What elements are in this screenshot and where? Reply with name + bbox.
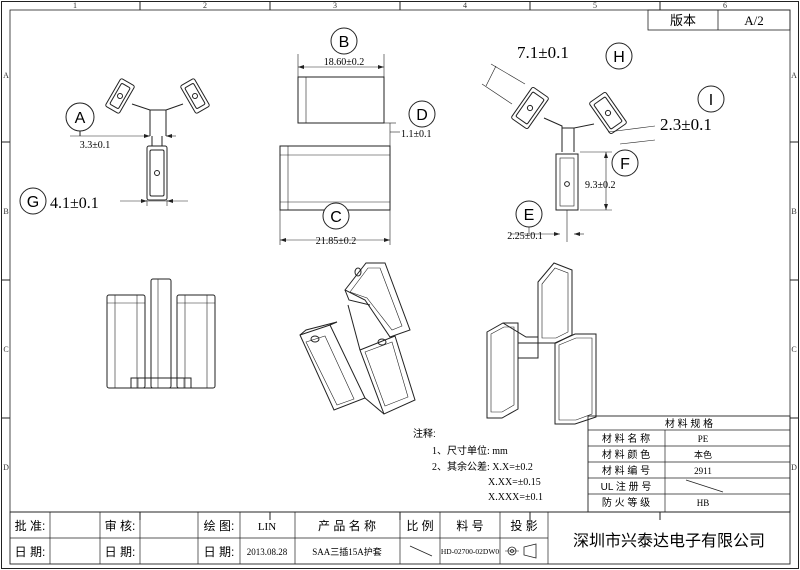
notes-line-tolerance-3: X.XXX=±0.1: [488, 492, 543, 503]
dimension-c-letter: C: [330, 209, 342, 226]
dimension-i-letter: I: [709, 92, 713, 109]
dimension-c-balloon: [322, 202, 350, 230]
row-label: B: [3, 207, 8, 216]
product-name-value: SAA三插15A护套: [312, 546, 382, 557]
row-label: D: [791, 463, 797, 472]
row-label: A: [791, 71, 797, 80]
side-view: [279, 76, 391, 211]
dimension-b-balloon: [330, 27, 358, 55]
dimension-e-letter: E: [524, 207, 535, 224]
material-color-value: 本色: [694, 449, 712, 460]
column-label: 6: [723, 1, 727, 10]
dimension-b-letter: B: [339, 34, 350, 51]
version-value: A/2: [744, 13, 764, 28]
material-number-label: 材 料 编 号: [602, 464, 650, 477]
dimension-f-letter: F: [620, 156, 630, 173]
scale-value-slash: [409, 545, 433, 557]
dimension-i-value: 2.3±0.1: [660, 115, 712, 134]
dimension-c: C 21.85±0.2: [279, 202, 391, 247]
dimension-g: G 4.1±0.1: [19, 187, 188, 215]
column-label: 4: [463, 1, 467, 10]
dimension-d-balloon: [408, 100, 436, 128]
ul-number-label: UL 注 册 号: [601, 480, 652, 493]
isometric-view-right: [486, 262, 597, 425]
dimension-f-balloon: [611, 149, 639, 177]
material-spec-table: 材 料 规 格 材 料 名 称 PE 材 料 颜 色 本色 材 料 编 号 29…: [587, 415, 791, 513]
version-label: 版本: [670, 13, 696, 28]
material-color-label: 材 料 颜 色: [602, 448, 650, 461]
drawn-label: 绘 图:: [204, 518, 235, 533]
notes-line-units: 1、尺寸单位: mm: [432, 444, 508, 457]
projection-label: 投 影: [510, 518, 537, 533]
projection-symbol-icon: [505, 543, 537, 559]
dimension-i: I 2.3±0.1: [607, 85, 725, 145]
drawn-value: LIN: [258, 521, 276, 533]
drawn-date-value: 2013.08.28: [247, 547, 288, 557]
part-number-label: 料 号: [456, 519, 483, 533]
notes-line-tolerance-2: X.XX=±0.15: [488, 477, 541, 488]
title-block: 批 准: 日 期: 审 核: 日 期: 绘 图: LIN 日 期: 2013.0…: [9, 511, 791, 565]
notes-line-tolerance: 2、其余公差: X.X=±0.2: [432, 460, 533, 473]
version-block: 版本 A/2: [647, 9, 791, 31]
dimension-i-balloon: [697, 85, 725, 113]
dimension-g-balloon: [19, 187, 47, 215]
notes-block: 注释: 1、尺寸单位: mm 2、其余公差: X.X=±0.2 X.XX=±0.…: [413, 427, 543, 503]
scale-label: 比 例: [406, 519, 433, 533]
part-number-value: HD-02700-02DW0: [441, 547, 500, 556]
product-name-label: 产 品 名 称: [318, 518, 376, 533]
border-labels: 1 2 3 4 5 6 A B C D A B C D: [3, 1, 797, 472]
front-view: [106, 278, 216, 389]
dimension-a: A 3.3±0.1: [65, 102, 176, 151]
row-label: A: [3, 71, 9, 80]
top-view-left: [105, 78, 210, 201]
column-label: 3: [333, 1, 337, 10]
row-label: C: [791, 345, 796, 354]
material-number-value: 2911: [694, 466, 712, 476]
approve-date-label: 日 期:: [15, 545, 46, 559]
notes-title: 注释:: [413, 427, 436, 440]
dimension-d: D 1.1±0.1: [384, 100, 436, 140]
fire-rating-label: 防 火 等 级: [602, 496, 650, 509]
dimension-e-value: 2.25±0.1: [507, 231, 543, 242]
dimension-d-letter: D: [416, 107, 428, 124]
dimension-f-value: 9.3±0.2: [585, 180, 616, 191]
dimension-b-value: 18.60±0.2: [324, 57, 365, 68]
review-label: 审 核:: [105, 518, 136, 533]
dimension-f: F 9.3±0.2: [580, 149, 639, 211]
dimension-a-letter: A: [75, 110, 86, 127]
row-label: C: [3, 345, 8, 354]
isometric-view-left: [299, 262, 416, 415]
material-spec-title: 材 料 规 格: [665, 417, 713, 430]
drawn-date-label: 日 期:: [204, 545, 235, 559]
dimension-h: H 7.1±0.1: [481, 42, 633, 105]
top-view-right: [511, 86, 627, 242]
dimension-c-value: 21.85±0.2: [316, 236, 357, 247]
dimension-e: E 2.25±0.1: [507, 200, 584, 242]
row-label: B: [791, 207, 796, 216]
dimension-h-value: 7.1±0.1: [517, 43, 569, 62]
column-label: 1: [73, 1, 77, 10]
dimension-b: B 18.60±0.2: [297, 27, 385, 77]
column-label: 5: [593, 1, 597, 10]
review-date-label: 日 期:: [105, 545, 136, 559]
dimension-d-value: 1.1±0.1: [401, 129, 432, 140]
dimension-g-value: 4.1±0.1: [50, 195, 99, 212]
material-name-value: PE: [698, 434, 709, 444]
company-name: 深圳市兴泰达电子有限公司: [573, 532, 765, 550]
fire-rating-value: HB: [697, 498, 710, 508]
column-label: 2: [203, 1, 207, 10]
material-name-label: 材 料 名 称: [602, 432, 650, 445]
dimension-h-balloon: [605, 42, 633, 70]
row-label: D: [3, 463, 9, 472]
approve-label: 批 准:: [15, 518, 46, 533]
dimension-g-letter: G: [27, 194, 39, 211]
dimension-a-value: 3.3±0.1: [80, 140, 111, 151]
dimension-h-letter: H: [613, 49, 625, 66]
